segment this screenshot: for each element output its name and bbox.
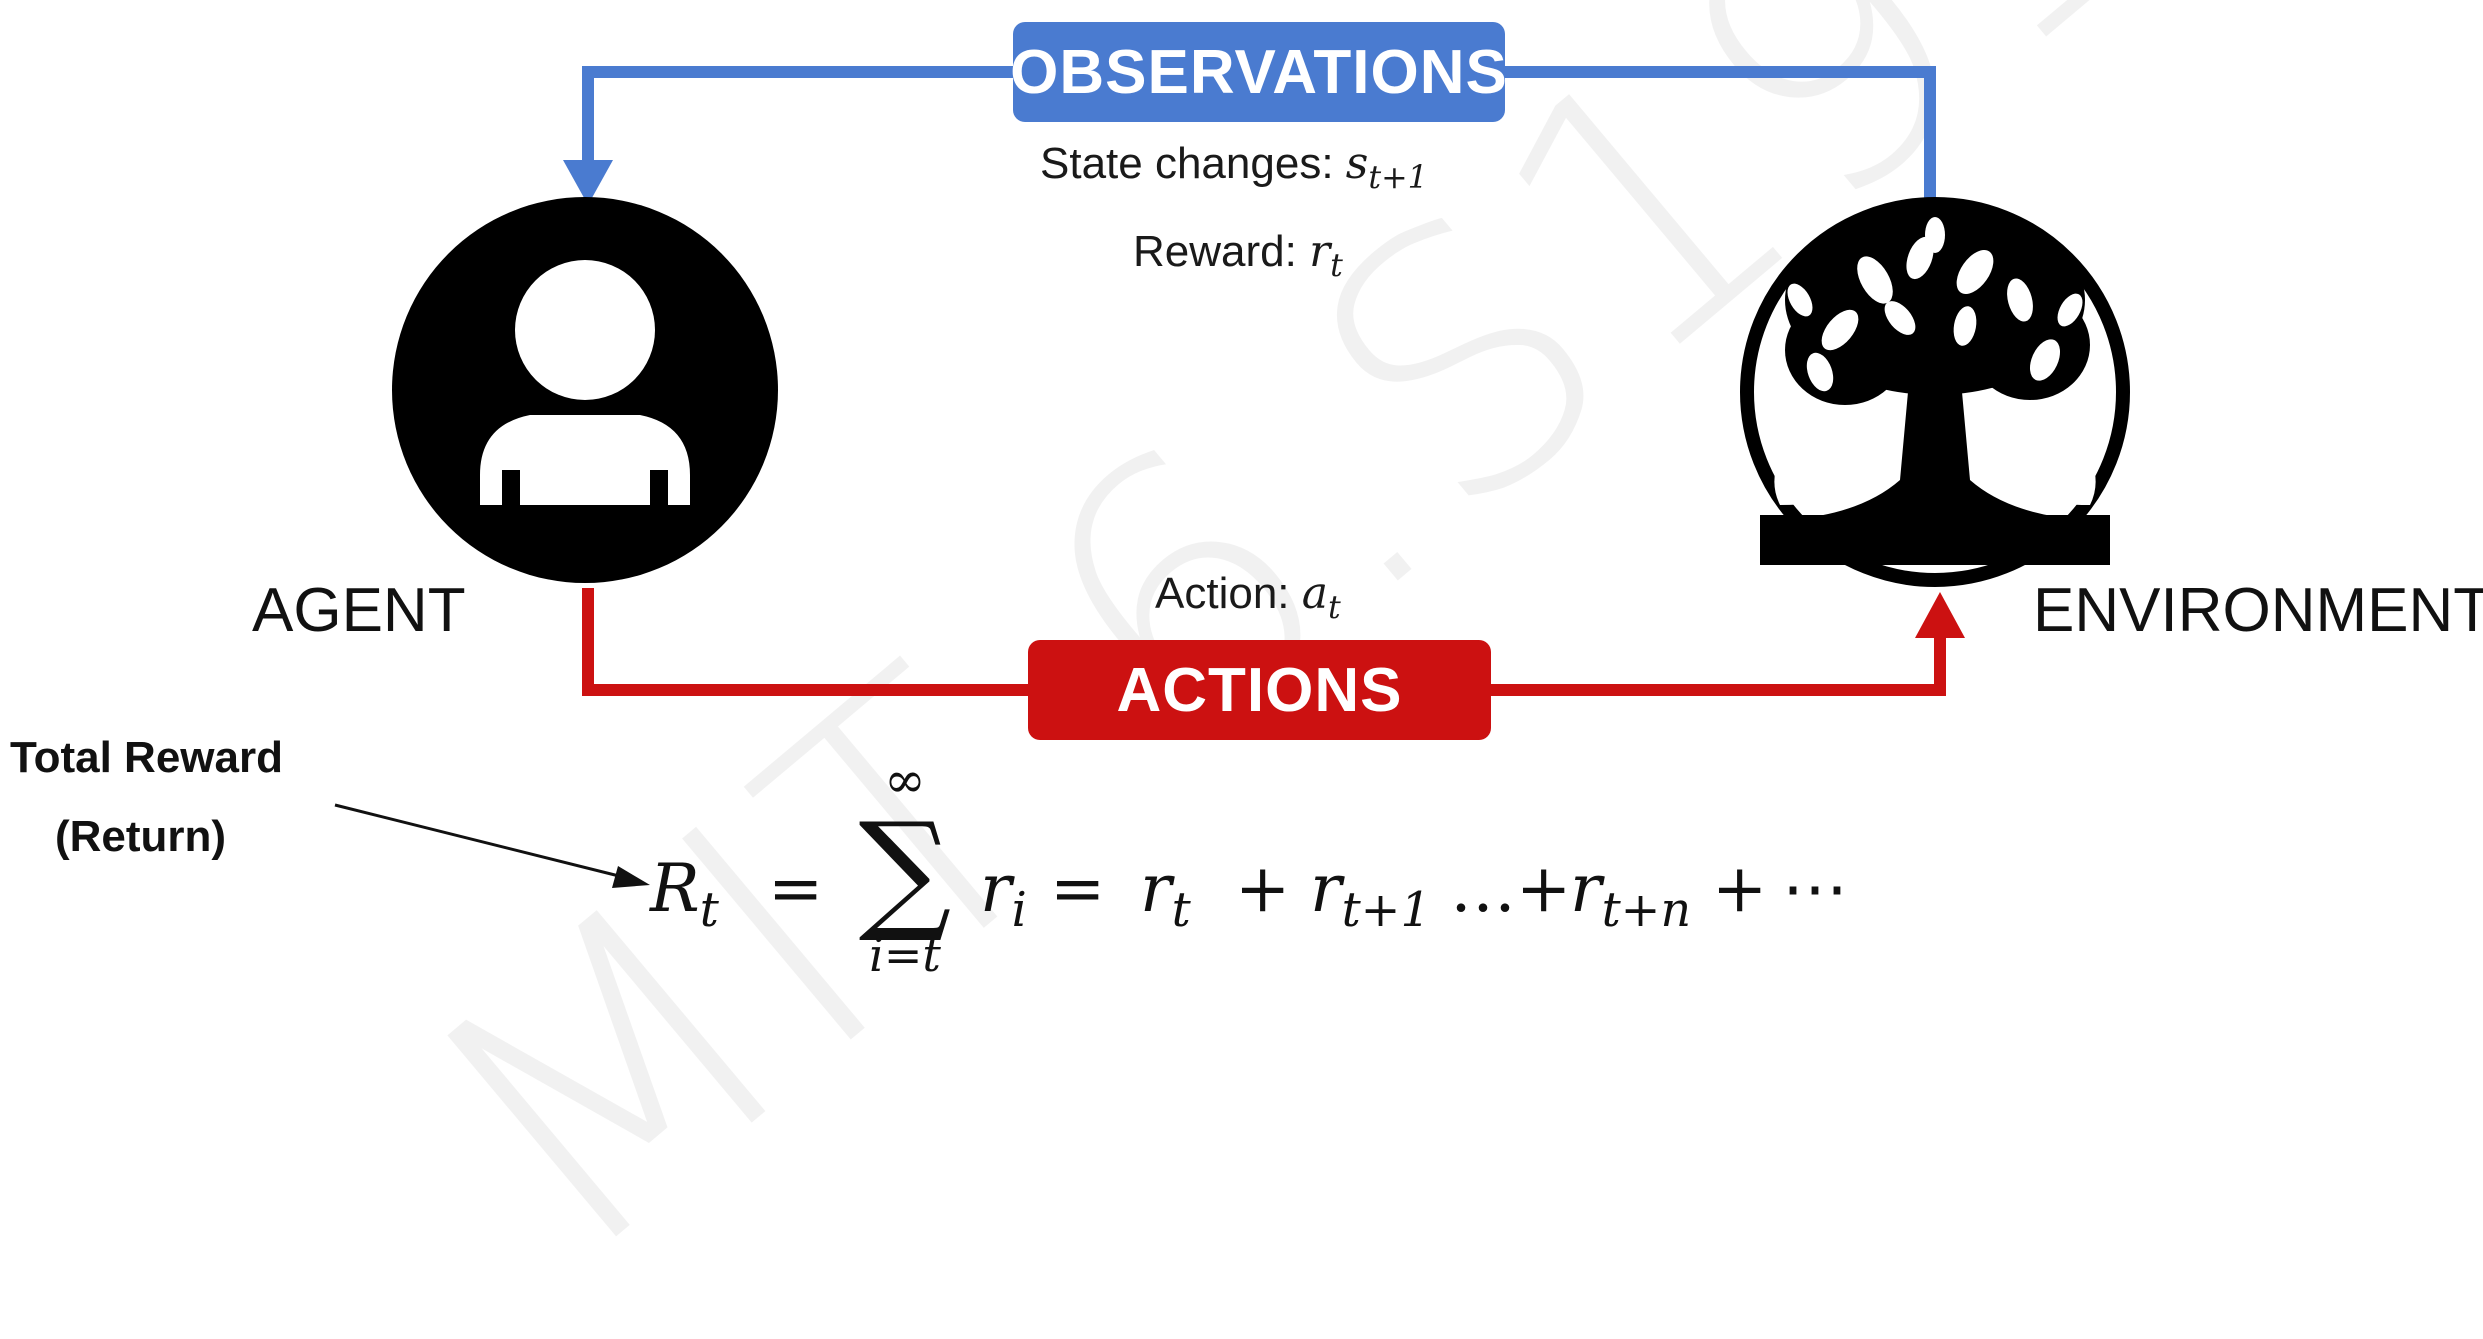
state-symbol: s	[1345, 138, 1369, 189]
actions-label: ACTIONS	[1116, 655, 1403, 725]
sum-lower-bound: i=t	[869, 928, 941, 982]
eq-term-rtn: rt+n	[1570, 850, 1692, 939]
reward-subscript: t	[1330, 248, 1343, 285]
eq-equals-1: =	[768, 850, 824, 927]
return-pointer-line	[334, 803, 636, 882]
observations-arrowhead	[563, 160, 613, 205]
reward-prefix: Reward:	[1133, 227, 1297, 276]
return-pointer-arrowhead	[612, 866, 650, 888]
eq-equals-2: =	[1050, 850, 1106, 927]
action-prefix: Action:	[1155, 569, 1290, 618]
action-text: Action: at	[1155, 568, 1341, 626]
environment-label: ENVIRONMENT	[2033, 576, 2483, 645]
reward-symbol: r	[1309, 226, 1331, 277]
summation: ∞ ∑ i=t	[840, 750, 970, 980]
action-subscript: t	[1327, 590, 1341, 627]
state-subscript: t+1	[1368, 160, 1428, 197]
eq-sum-term: ri	[980, 850, 1027, 939]
eq-term-rt: rt	[1140, 850, 1191, 939]
tree-icon	[1740, 197, 2130, 587]
return-label: (Return)	[55, 812, 227, 861]
reward-text: Reward: rt	[1133, 226, 1343, 284]
agent-label: AGENT	[252, 576, 466, 645]
connector-arrows	[334, 66, 2130, 888]
state-changes-text: State changes: st+1	[1040, 138, 1428, 196]
eq-lhs: Rt	[650, 850, 719, 939]
state-changes-prefix: State changes:	[1040, 139, 1334, 188]
action-symbol: a	[1301, 568, 1328, 619]
person-icon	[392, 197, 778, 583]
eq-trailing-dots: ⋯	[1782, 850, 1848, 927]
sum-upper-bound: ∞	[884, 751, 926, 809]
rl-diagram: MIT 6.S191	[10, 0, 2483, 1339]
eq-plus-1: +	[1235, 850, 1291, 927]
actions-arrowhead	[1915, 592, 1965, 638]
actions-label-box: ACTIONS	[1028, 640, 1491, 740]
observations-label-box: OBSERVATIONS	[1010, 22, 1508, 122]
eq-plus-2: +	[1712, 850, 1768, 927]
sum-symbol: ∑	[858, 794, 952, 946]
eq-term-rt1: rt+1	[1310, 850, 1431, 939]
total-reward-label: Total Reward	[10, 733, 284, 782]
observations-label: OBSERVATIONS	[1010, 37, 1508, 107]
eq-dots-plus: …+	[1450, 850, 1572, 927]
